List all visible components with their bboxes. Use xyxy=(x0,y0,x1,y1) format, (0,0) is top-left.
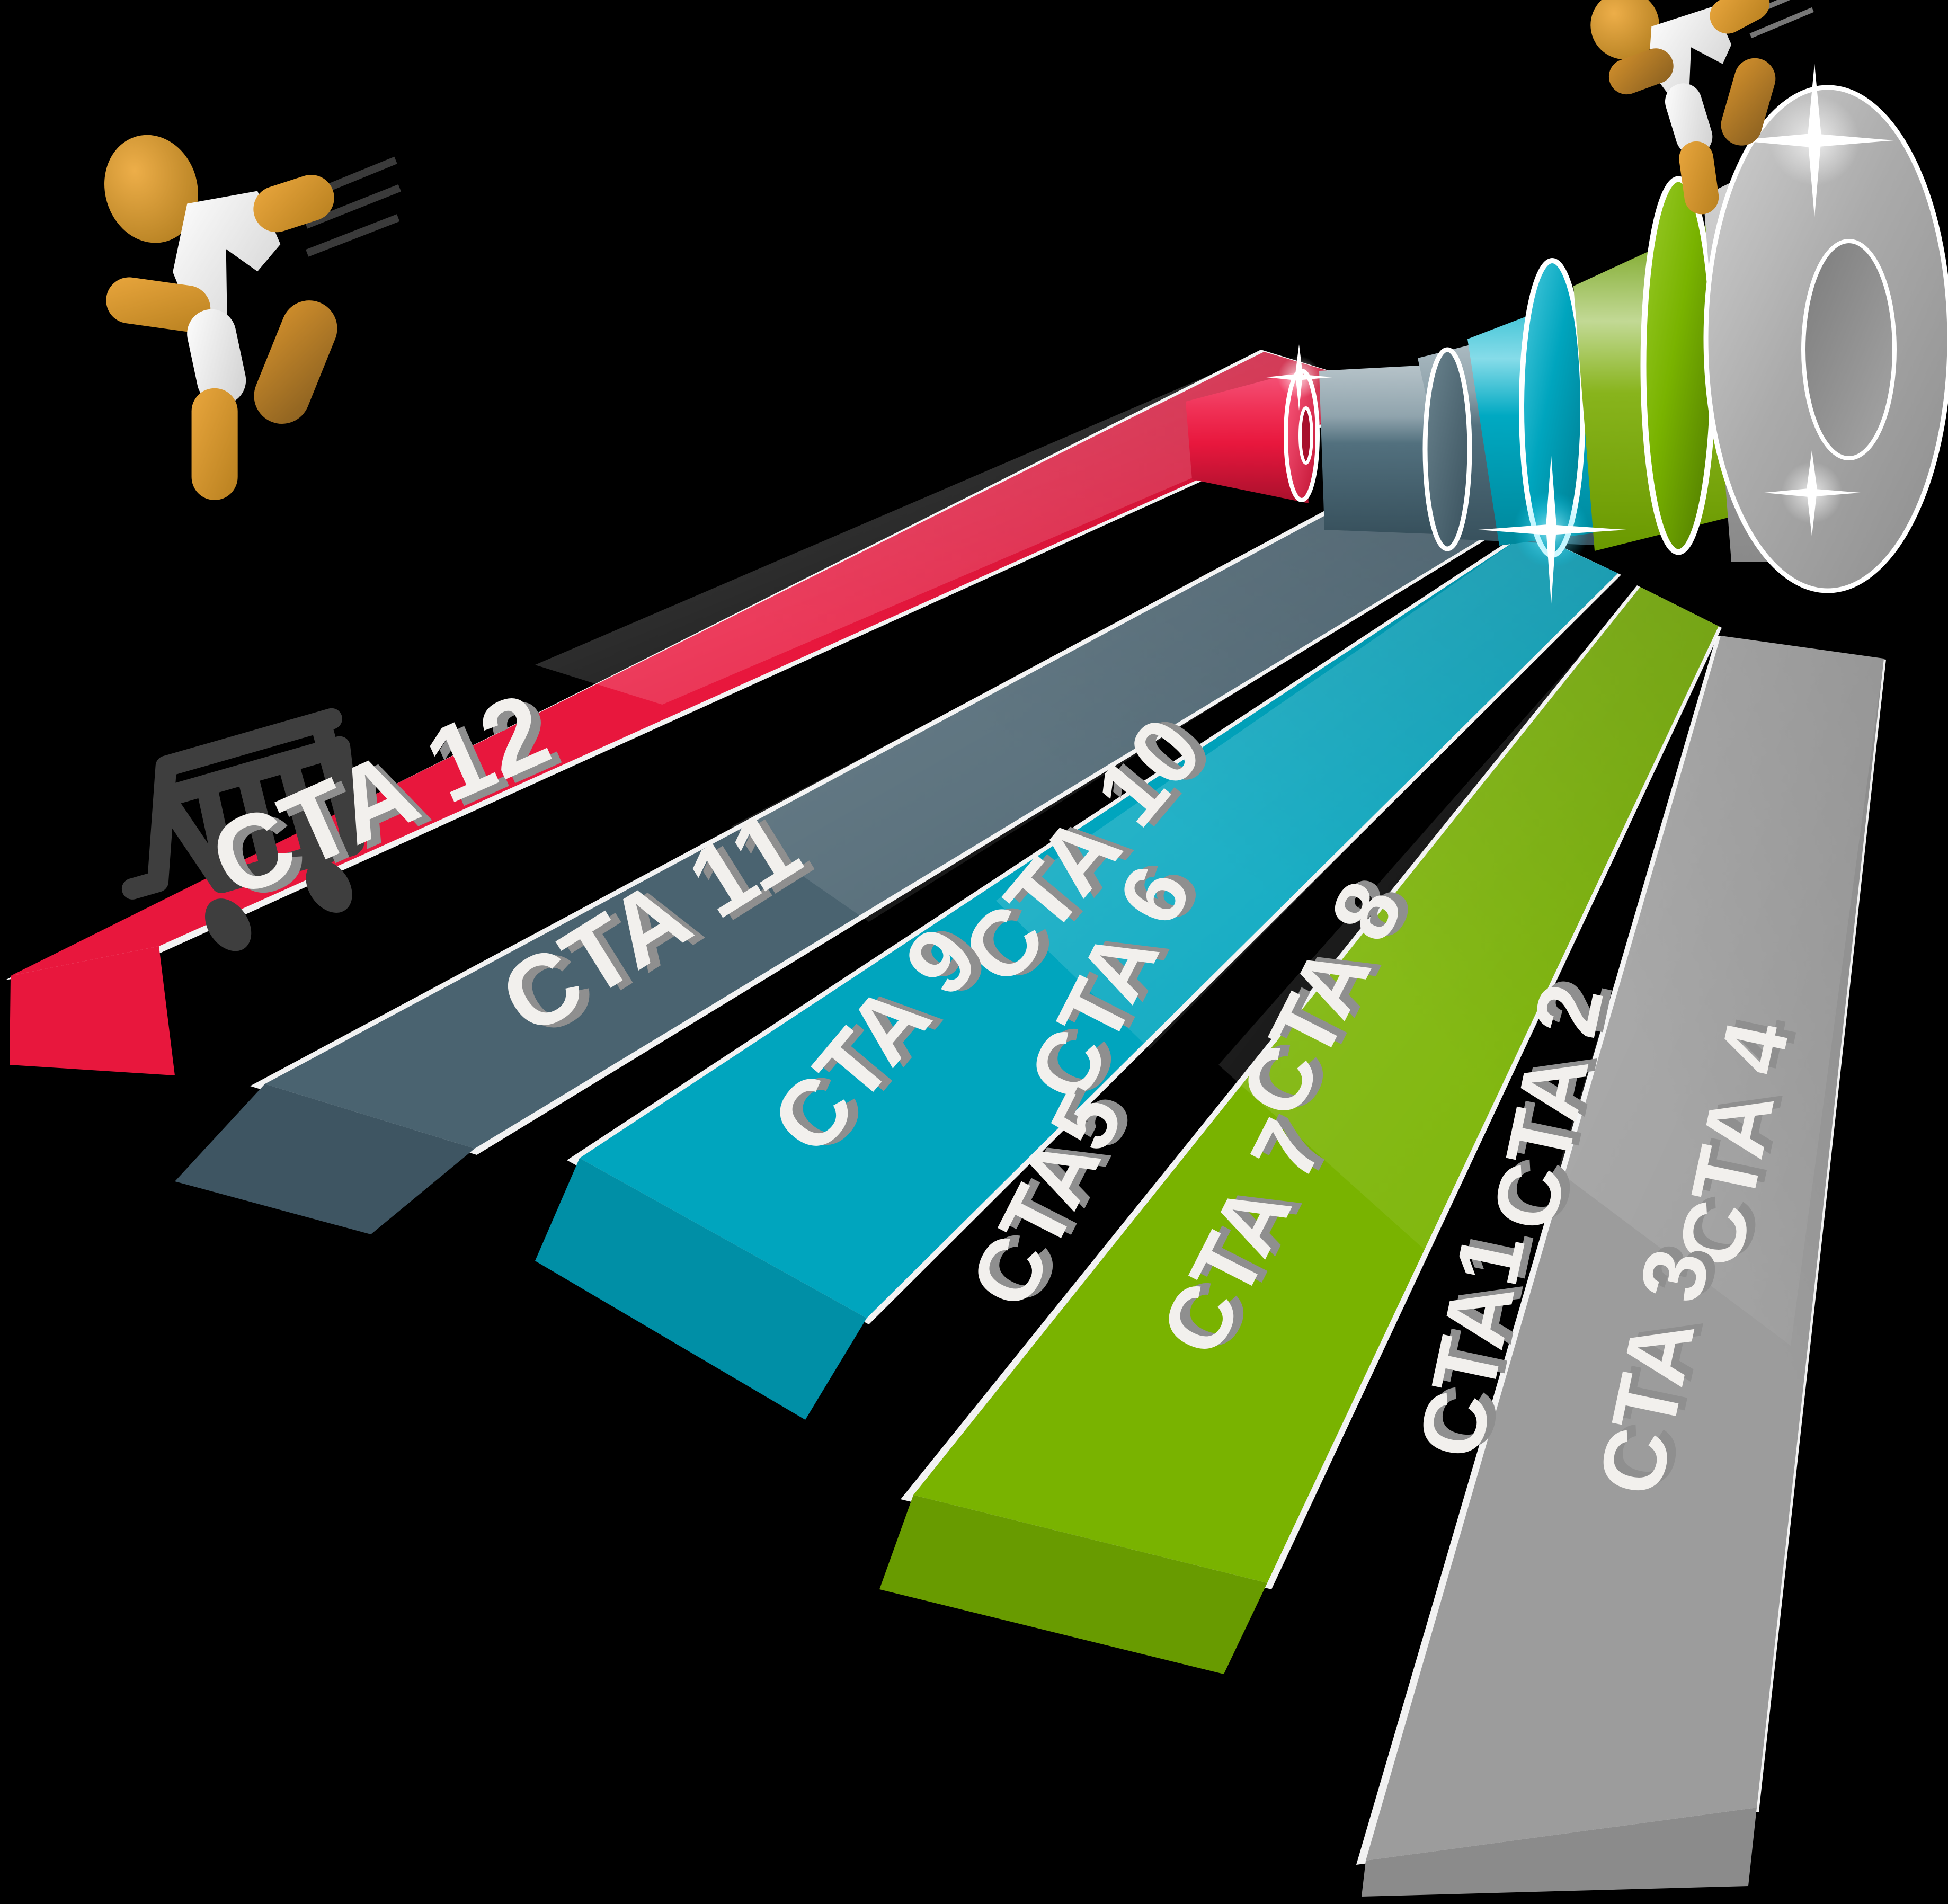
megaphone-ring-cyan xyxy=(1522,261,1583,555)
figure-shin-front-top xyxy=(1679,141,1719,215)
cart-wheel-left xyxy=(204,898,252,951)
megaphone-ring-green xyxy=(1643,179,1713,552)
band-slate[interactable] xyxy=(250,477,1515,1155)
band-gray-sheen xyxy=(1558,636,1884,1346)
megaphone-red-hole xyxy=(1300,408,1312,463)
figure-arm-back-left xyxy=(106,277,211,332)
band-red-end-face xyxy=(10,946,175,1075)
figure-thigh-top xyxy=(1665,83,1713,155)
cart-wheel-right xyxy=(306,860,352,913)
figure-thigh-left xyxy=(187,309,246,405)
shopping-cart[interactable] xyxy=(102,708,387,980)
band-red-sheen xyxy=(535,352,1395,705)
running-figure-top[interactable] xyxy=(1584,0,1854,230)
band-cyan-end-face xyxy=(535,1158,867,1420)
sparkle-cyan xyxy=(1478,456,1626,604)
band-slate-end-face xyxy=(175,1084,475,1234)
band-cyan[interactable] xyxy=(567,530,1621,1324)
figure-arm-front-left xyxy=(253,174,334,233)
megaphone-red-hole-outline xyxy=(1298,406,1313,465)
figure-arm-back-top xyxy=(1608,48,1674,95)
megaphone-bell-outline xyxy=(1703,85,1948,593)
band-green-end-face xyxy=(879,1495,1267,1674)
megaphone[interactable] xyxy=(1186,64,1948,604)
figure-arm-front-top xyxy=(1710,0,1770,34)
megaphone-ring-slate xyxy=(1425,350,1470,549)
cart-handle xyxy=(121,708,342,900)
band-gray-end-face xyxy=(1362,1808,1757,1897)
sparkle-bell-top xyxy=(1735,64,1894,217)
band-gray[interactable] xyxy=(1356,636,1886,1865)
figure-head-left xyxy=(104,135,198,243)
band-green-sheen xyxy=(1218,587,1719,1250)
megaphone-bell-hole xyxy=(1803,241,1894,458)
sparkle-bell-lower xyxy=(1764,450,1861,536)
band-green[interactable] xyxy=(901,585,1722,1589)
megaphone-red-cone xyxy=(1186,371,1309,503)
figure-shin-front-left xyxy=(191,388,238,500)
megaphone-ring-slate-outline xyxy=(1422,347,1472,551)
cart-bar-4 xyxy=(310,714,364,854)
sparkle-red-tip xyxy=(1266,344,1332,411)
figure-leg-back-left xyxy=(254,300,337,424)
megaphone-bell-hole-outline xyxy=(1801,239,1897,460)
band-slate-sheen xyxy=(731,479,1512,922)
running-figure-with-cart[interactable] xyxy=(77,95,439,515)
figure-head-top xyxy=(1590,0,1659,60)
cart-bar-1 xyxy=(195,775,237,891)
figure-leg-back-top xyxy=(1721,58,1776,146)
band-cyan-sheen xyxy=(996,532,1618,1049)
cart-bar-3 xyxy=(277,752,324,866)
cart-bar-2 xyxy=(236,763,281,878)
